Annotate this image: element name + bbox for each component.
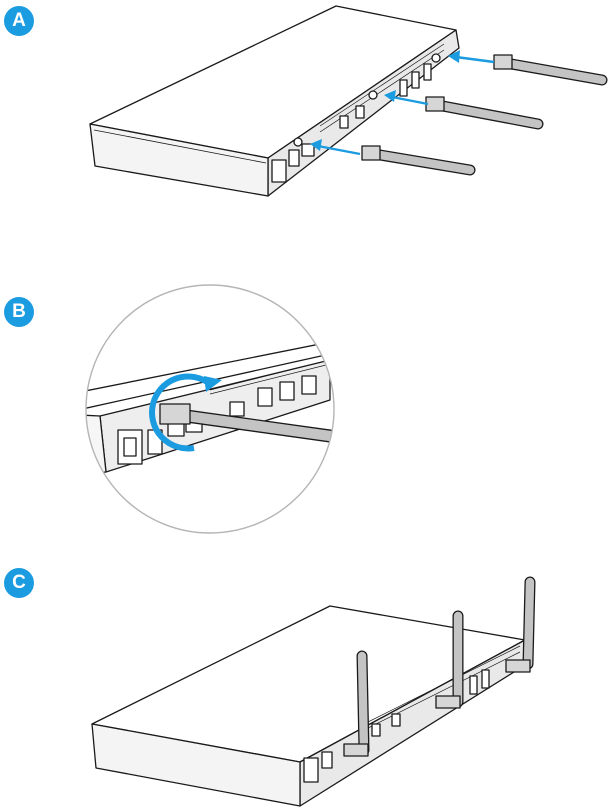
router-device [90, 6, 459, 196]
router-device-assembled [92, 606, 530, 806]
antenna-1 [362, 146, 470, 170]
zoomed-router-detail [60, 340, 340, 476]
antenna-2 [426, 97, 538, 124]
step-b-zoom-illustration [0, 280, 610, 550]
antenna-3 [494, 55, 602, 80]
antenna-connector-3 [432, 54, 440, 62]
antenna-connector-2 [369, 91, 377, 99]
step-a-illustration [0, 0, 610, 220]
step-c-illustration [0, 560, 610, 811]
antenna-connector-1 [294, 138, 302, 146]
